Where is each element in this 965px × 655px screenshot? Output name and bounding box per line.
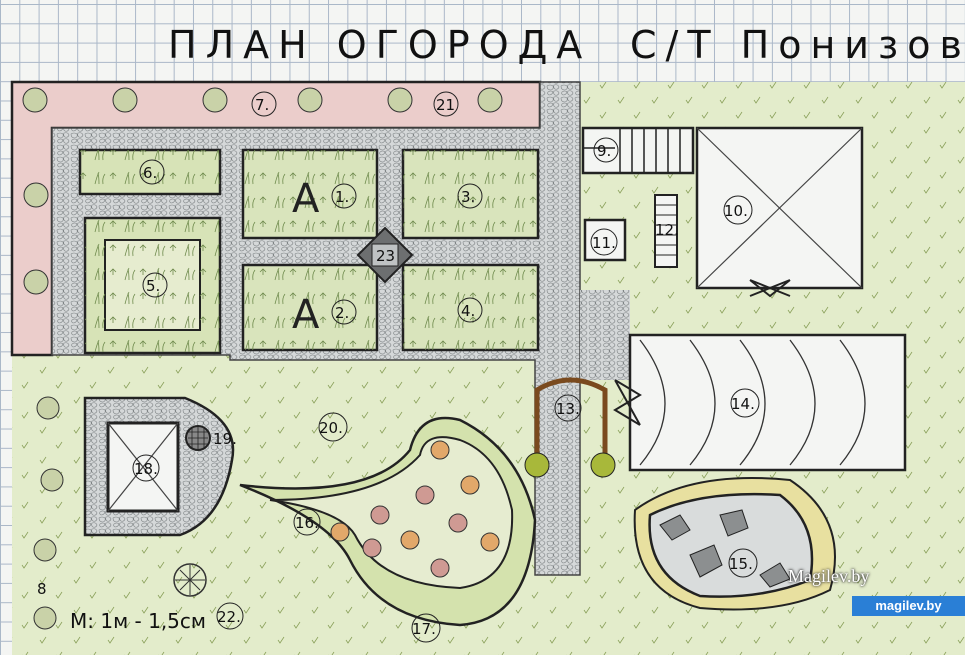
house-10-door [749, 279, 791, 298]
label-5: 5. [146, 277, 160, 295]
border-shrubs [22, 87, 503, 630]
arch-post-left [524, 452, 550, 478]
bed-4-plants [403, 265, 538, 350]
label-2: 2. [335, 304, 349, 322]
plot-owner-title: С/Т Понизов [630, 23, 965, 67]
label-15: 15. [729, 555, 753, 573]
label-14: 14. [731, 395, 755, 413]
tree-22 [173, 563, 207, 597]
bed-5-plants [85, 218, 220, 353]
label-1: 1. [335, 188, 349, 206]
label-13: 13. [556, 400, 580, 418]
label-12: 12. [655, 221, 679, 239]
label-21: 21 [436, 96, 455, 114]
flowerbed-16 [269, 436, 514, 590]
block-11 [583, 218, 627, 262]
flower-dots [330, 440, 500, 578]
tree-22-lines [175, 565, 205, 595]
bed-3-plants [403, 150, 538, 238]
label-10: 10. [724, 202, 748, 220]
bed-2-plants [243, 265, 377, 350]
label-17: 17. [412, 620, 436, 638]
scale-note: М: 1м - 1,5см [70, 609, 206, 633]
greenhouse-14 [628, 333, 907, 472]
bed-1-letter: А [292, 176, 320, 222]
plan-title: ПЛАН ОГОРОДА [168, 23, 591, 67]
porch-9 [581, 126, 695, 175]
label-6: 6. [143, 164, 157, 182]
label-23: 23 [376, 247, 395, 265]
centre-feature-23-plaque [371, 243, 399, 267]
label-4: 4. [461, 302, 475, 320]
bench-12 [654, 194, 678, 268]
label-18: 18. [134, 460, 158, 478]
watermark-text: Magilev.by [788, 566, 870, 586]
house-10-cross [696, 127, 863, 289]
label-20: 20. [319, 419, 343, 437]
arch-post-right [590, 452, 616, 478]
greenhouse-door [613, 379, 642, 426]
gazebo-18-cross [107, 422, 179, 512]
greenhouse-14-arcs [639, 339, 866, 466]
bed-1-plants [243, 150, 377, 238]
label-9: 9. [597, 142, 611, 160]
bench-12-slats [655, 204, 677, 256]
watermark-badge[interactable]: magilev.by [852, 596, 965, 616]
label-3: 3. [461, 188, 475, 206]
rock-garden-stones [659, 509, 791, 588]
label-16: 16. [295, 514, 319, 532]
label-7: 7. [255, 96, 269, 114]
number-labels: 1. 2. 3. 4. 5. 6. 7. 8 9. 10. 11. 12. 13… [37, 91, 760, 643]
label-22: 22. [217, 608, 241, 626]
label-8: 8 [37, 580, 47, 598]
label-19: 19. [213, 430, 237, 448]
bed-6-plants [80, 150, 220, 194]
porch-9-steps [583, 128, 681, 173]
label-11: 11. [592, 234, 616, 252]
barbecue-19-grid [188, 426, 208, 450]
bed-2-letter: А [292, 292, 320, 338]
arch-13 [534, 377, 608, 465]
stone-path-east [580, 290, 630, 380]
